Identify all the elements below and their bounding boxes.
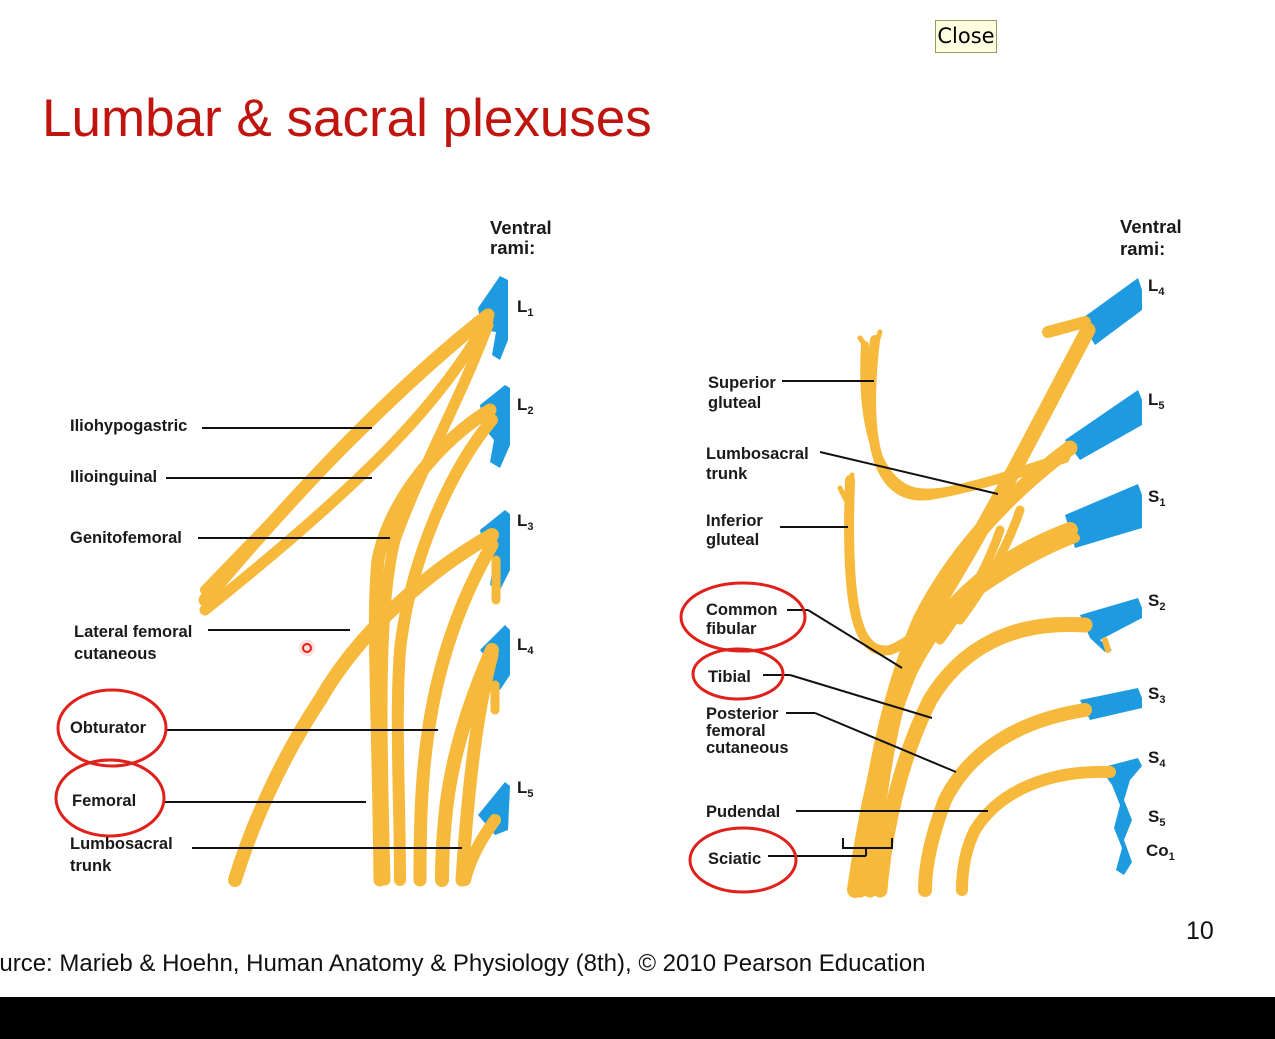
label-superior-gluteal-line1: Superior — [708, 374, 776, 392]
label-genitofemoral: Genitofemoral — [70, 529, 182, 547]
close-button[interactable]: Close — [935, 20, 997, 53]
label-superior-gluteal-line2: gluteal — [708, 394, 761, 412]
level-label-s4: S4 — [1148, 748, 1166, 770]
label-posterior-femoral-line2: femoral — [706, 722, 766, 740]
sacral-ventral-rami-line1: Ventral — [1120, 216, 1182, 237]
highlight-circle-sciatic — [688, 826, 798, 894]
label-inferior-gluteal-line1: Inferior — [706, 512, 763, 530]
label-sacral-lumbosacral-line2: trunk — [706, 465, 748, 483]
label-obturator: Obturator — [70, 719, 147, 737]
label-common-fibular-line2: fibular — [706, 620, 757, 638]
label-tibial: Tibial — [708, 668, 751, 686]
source-citation: ource: Marieb & Hoehn, Human Anatomy & P… — [0, 950, 926, 977]
label-sacral-lumbosacral-line1: Lumbosacral — [706, 445, 809, 463]
label-inferior-gluteal-line2: gluteal — [706, 531, 759, 549]
level-label-s1: S1 — [1148, 487, 1165, 509]
label-iliohypogastric: Iliohypogastric — [70, 417, 187, 435]
level-label-sacral-l4: L4 — [1148, 276, 1165, 298]
label-lateral-femoral-line1: Lateral femoral — [74, 623, 192, 641]
highlight-circle-common-fibular — [679, 581, 807, 653]
label-lumbosacral-line1: Lumbosacral — [70, 835, 173, 853]
page-number: 10 — [1186, 917, 1214, 945]
slide-title: Lumbar & sacral plexuses — [42, 89, 652, 148]
plexus-figure: Ventral rami: L1 L2 L3 L4 L5 Iliohypogas… — [54, 216, 1182, 898]
label-sciatic: Sciatic — [708, 850, 761, 868]
level-label-s5: S5 — [1148, 807, 1165, 829]
highlight-circle-tibial — [691, 647, 785, 701]
level-label-s3: S3 — [1148, 684, 1165, 706]
lumbar-ventral-rami-line2: rami: — [490, 237, 535, 258]
level-label-l2: L2 — [517, 395, 534, 417]
label-femoral: Femoral — [72, 792, 136, 810]
level-label-l1: L1 — [517, 297, 534, 319]
highlight-circle-femoral — [54, 758, 166, 838]
level-label-sacral-l5: L5 — [1148, 390, 1165, 412]
label-posterior-femoral-line1: Posterior — [706, 705, 779, 723]
label-lumbosacral-line2: trunk — [70, 857, 112, 875]
level-label-l4: L4 — [517, 635, 534, 657]
label-posterior-femoral-line3: cutaneous — [706, 739, 789, 757]
level-label-l5: L5 — [517, 778, 534, 800]
label-ilioinguinal: Ilioinguinal — [70, 468, 157, 486]
label-pudendal: Pudendal — [706, 803, 780, 821]
label-lateral-femoral-line2: cutaneous — [74, 645, 157, 663]
level-label-co1: Co1 — [1146, 841, 1175, 863]
sacral-plexus-illustration: Ventral rami: L4 L5 S1 S2 S3 S4 S5 Co1 S… — [679, 216, 1182, 898]
level-label-s2: S2 — [1148, 591, 1165, 613]
highlight-circle-obturator — [56, 688, 168, 768]
sacral-ventral-rami-line2: rami: — [1120, 238, 1165, 259]
level-label-l3: L3 — [517, 511, 534, 533]
lumbar-plexus-illustration: Ventral rami: L1 L2 L3 L4 L5 Iliohypogas… — [54, 217, 552, 887]
lumbar-ventral-rami-line1: Ventral — [490, 217, 552, 238]
bottom-black-bar — [0, 997, 1275, 1039]
label-common-fibular-line1: Common — [706, 601, 778, 619]
